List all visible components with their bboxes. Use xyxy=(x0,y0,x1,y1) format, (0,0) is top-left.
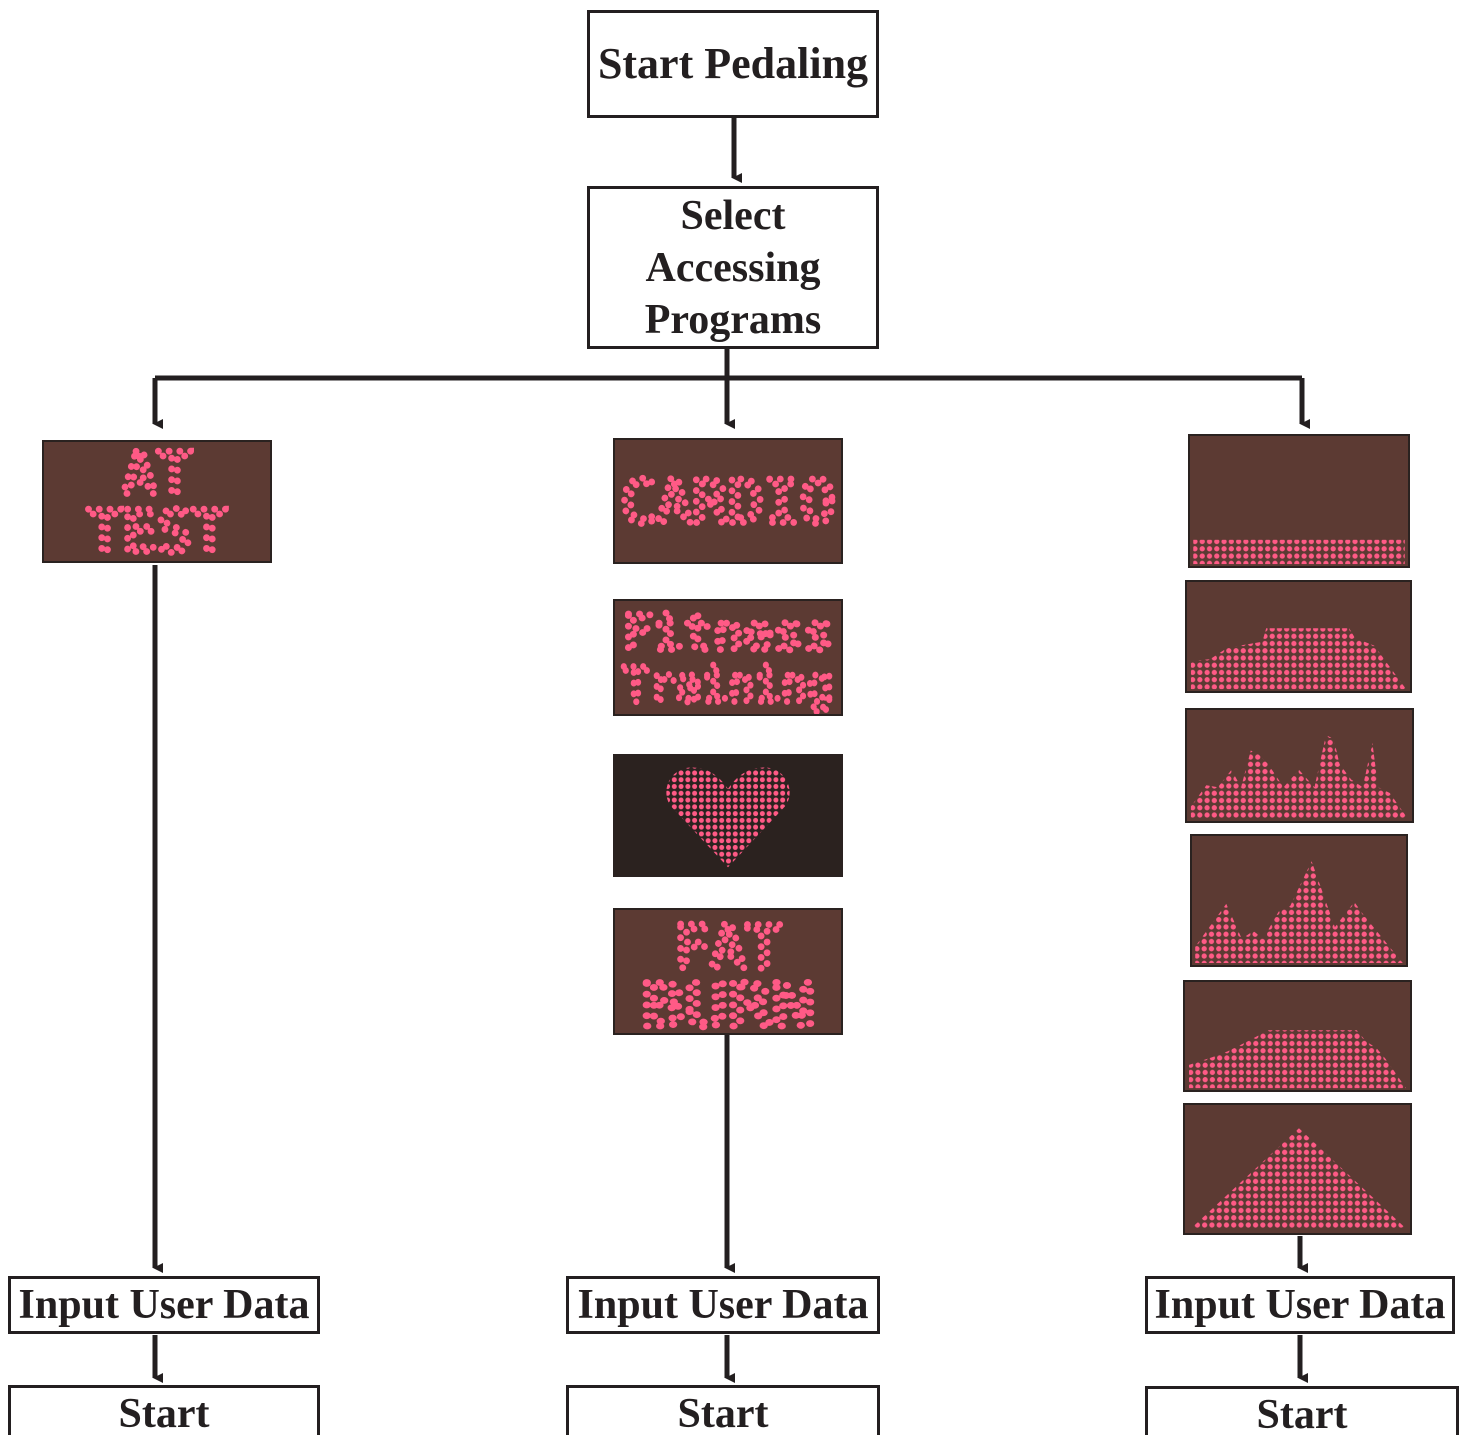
select-programs-box: Select Accessing Programs xyxy=(587,186,879,349)
select-programs-line-3: Programs xyxy=(644,296,822,343)
center-input-user-data-box: Input User Data xyxy=(566,1276,880,1334)
at-test-line-1: AT xyxy=(122,442,192,507)
flat-profile-shape xyxy=(1193,539,1405,565)
center-input-user-data-label: Input User Data xyxy=(577,1282,869,1328)
training-label: Training xyxy=(623,657,834,713)
at-test-line-2: TEST xyxy=(87,497,227,561)
fat-burn-display: FAT BURN xyxy=(613,908,843,1035)
left-start-label: Start xyxy=(118,1391,210,1437)
select-programs-line-2: Accessing xyxy=(645,244,821,291)
hill-peaks-shape xyxy=(1195,861,1403,964)
cardio-display: CARDIO xyxy=(613,438,843,564)
right-start-box: Start xyxy=(1145,1386,1459,1438)
stepped-plateau-shape xyxy=(1189,1030,1406,1089)
at-test-display: AT TEST xyxy=(42,440,272,563)
start-pedaling-box: Start Pedaling xyxy=(587,10,879,118)
fitness-label: Fitness xyxy=(623,605,834,661)
select-programs-line-1: Select xyxy=(680,192,786,239)
pyramid-profile-shape xyxy=(1190,1128,1407,1230)
right-start-label: Start xyxy=(1256,1392,1348,1438)
pyramid-profile-display xyxy=(1183,1103,1412,1235)
heart-display xyxy=(613,754,843,877)
interval-peaks-shape xyxy=(1190,735,1409,820)
flat-profile-display xyxy=(1188,434,1410,568)
right-input-user-data-label: Input User Data xyxy=(1154,1282,1446,1328)
stepped-plateau-display xyxy=(1183,980,1412,1092)
interval-peaks-display xyxy=(1185,708,1414,823)
left-input-user-data-label: Input User Data xyxy=(18,1282,310,1328)
hill-peaks-display xyxy=(1190,834,1408,967)
center-start-box: Start xyxy=(566,1385,880,1437)
start-pedaling-label: Start Pedaling xyxy=(597,39,869,88)
fat-label: FAT xyxy=(674,913,782,983)
fitness-training-display: Fitness Training xyxy=(613,599,843,716)
left-start-box: Start xyxy=(8,1385,320,1437)
burn-label: BURN xyxy=(641,971,815,1033)
plateau-profile-display xyxy=(1185,580,1412,693)
right-input-user-data-box: Input User Data xyxy=(1145,1276,1455,1334)
plateau-profile-shape xyxy=(1190,628,1407,690)
left-input-user-data-box: Input User Data xyxy=(8,1276,320,1334)
center-start-label: Start xyxy=(677,1391,769,1437)
cardio-label: CARDIO xyxy=(621,467,836,537)
heart-icon xyxy=(666,767,790,868)
